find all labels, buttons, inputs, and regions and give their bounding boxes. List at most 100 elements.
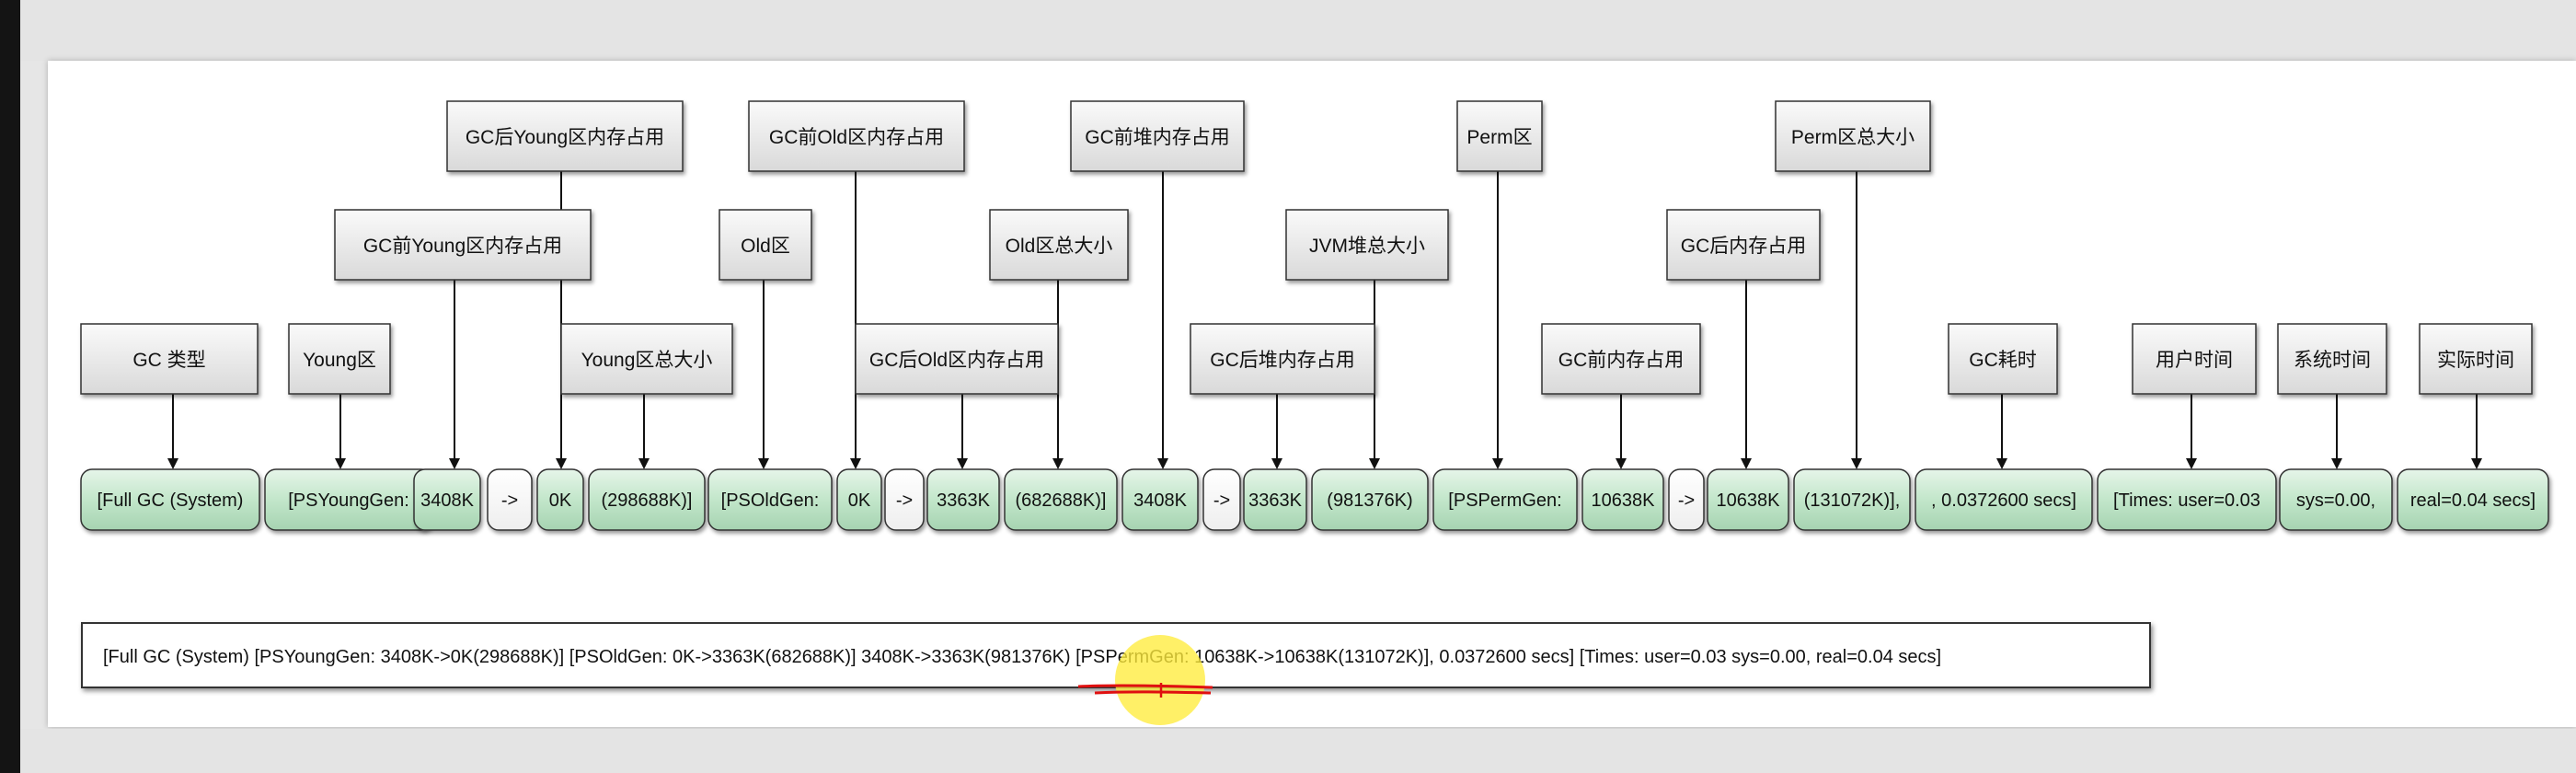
log-segment-text: [Full GC (System) bbox=[98, 490, 244, 511]
cursor-highlight bbox=[1115, 635, 1205, 725]
log-segment-text: (682688K)] bbox=[1016, 490, 1107, 511]
log-segment-box bbox=[413, 468, 481, 531]
callout-text: 系统时间 bbox=[2294, 350, 2371, 371]
callout-label-young-before: GC前Young区内存占用 bbox=[334, 209, 592, 281]
log-segment: (298688K)] bbox=[588, 468, 706, 531]
log-segment-box bbox=[1121, 468, 1199, 531]
log-segment-box bbox=[1793, 468, 1911, 531]
callout-box bbox=[2419, 323, 2533, 395]
callout-text: GC耗时 bbox=[1969, 350, 2037, 371]
callout-text: GC后Old区内存占用 bbox=[869, 350, 1044, 371]
callout-label-old-total: Old区总大小 bbox=[989, 209, 1129, 281]
log-segment: -> bbox=[1668, 468, 1705, 531]
callout-box bbox=[1775, 100, 1931, 172]
callout-text: Old区总大小 bbox=[1006, 236, 1113, 257]
callout-text: GC前Young区内存占用 bbox=[363, 236, 562, 257]
callout-text: Perm区总大小 bbox=[1791, 127, 1915, 148]
log-segment-box bbox=[1432, 468, 1578, 531]
callout-text: 实际时间 bbox=[2437, 350, 2514, 371]
log-segment-box bbox=[1668, 468, 1705, 531]
log-segment-box bbox=[536, 468, 584, 531]
callout-box bbox=[1285, 209, 1449, 281]
callout-box bbox=[2132, 323, 2257, 395]
log-segment-text: 3408K bbox=[420, 490, 474, 511]
log-segment-box bbox=[588, 468, 706, 531]
log-segment-box bbox=[1915, 468, 2093, 531]
callout-box bbox=[446, 100, 684, 172]
callout-text: Young区 bbox=[303, 350, 376, 371]
log-segment-text: -> bbox=[1213, 490, 1230, 511]
log-segment-text: 3363K bbox=[937, 490, 990, 511]
log-segment-text: 10638K bbox=[1717, 490, 1781, 511]
log-segment: -> bbox=[487, 468, 533, 531]
callout-label-old-area: Old区 bbox=[719, 209, 812, 281]
log-segment-box bbox=[926, 468, 1000, 531]
log-segment-text: (131072K)], bbox=[1804, 490, 1901, 511]
callout-text: GC 类型 bbox=[132, 350, 205, 371]
log-segment-box bbox=[1202, 468, 1241, 531]
callout-label-perm-after: GC后内存占用 bbox=[1666, 209, 1821, 281]
callout-text: 用户时间 bbox=[2156, 350, 2233, 371]
callout-text: GC前Old区内存占用 bbox=[769, 127, 944, 148]
callout-text: Young区总大小 bbox=[581, 350, 713, 371]
log-segment-box bbox=[836, 468, 882, 531]
callout-label-sys-time: 系统时间 bbox=[2277, 323, 2387, 395]
log-segment-text: [Times: user=0.03 bbox=[2113, 490, 2260, 511]
callout-box bbox=[1541, 323, 1701, 395]
log-segment-box bbox=[2397, 468, 2549, 531]
callout-label-old-after: GC后Old区内存占用 bbox=[855, 323, 1059, 395]
log-segment-box bbox=[707, 468, 833, 531]
callout-label-perm-before: GC前内存占用 bbox=[1541, 323, 1701, 395]
log-segment: [Times: user=0.03 bbox=[2097, 468, 2277, 531]
log-segment-text: [PSYoungGen: bbox=[288, 490, 409, 511]
callout-box bbox=[2277, 323, 2387, 395]
log-segment: (981376K) bbox=[1311, 468, 1429, 531]
log-segment: 3408K bbox=[413, 468, 481, 531]
log-segment-box bbox=[1581, 468, 1664, 531]
log-segment: , 0.0372600 secs] bbox=[1915, 468, 2093, 531]
callout-text: GC后堆内存占用 bbox=[1210, 350, 1355, 371]
callout-text: Perm区 bbox=[1466, 127, 1532, 148]
log-segment: (682688K)] bbox=[1004, 468, 1118, 531]
log-segment: [PSYoungGen: bbox=[264, 468, 433, 531]
callout-label-perm-area: Perm区 bbox=[1456, 100, 1543, 172]
log-segment: -> bbox=[884, 468, 925, 531]
log-segment: 0K bbox=[536, 468, 584, 531]
log-segment-box bbox=[1243, 468, 1307, 531]
gc-log-summary: [Full GC (System) [PSYoungGen: 3408K->0K… bbox=[81, 622, 2151, 688]
log-segment-text: 3363K bbox=[1248, 490, 1302, 511]
callout-box bbox=[855, 323, 1059, 395]
callout-label-heap-after: GC后堆内存占用 bbox=[1190, 323, 1375, 395]
log-segment-text: (981376K) bbox=[1327, 490, 1412, 511]
callout-label-gc-type: GC 类型 bbox=[80, 323, 259, 395]
callout-label-real-time: 实际时间 bbox=[2419, 323, 2533, 395]
callout-box bbox=[1666, 209, 1821, 281]
log-segment-text: -> bbox=[1678, 490, 1695, 511]
callout-box bbox=[1070, 100, 1245, 172]
log-segment-text: sys=0.00, bbox=[2296, 490, 2375, 511]
log-segment-text: -> bbox=[896, 490, 913, 511]
log-segment-text: [PSPermGen: bbox=[1448, 490, 1561, 511]
log-segment-box bbox=[80, 468, 260, 531]
callout-label-heap-before: GC前堆内存占用 bbox=[1070, 100, 1245, 172]
callout-text: GC后Young区内存占用 bbox=[466, 127, 664, 148]
callout-text: GC前堆内存占用 bbox=[1085, 127, 1230, 148]
left-border bbox=[0, 0, 20, 773]
log-segment: 10638K bbox=[1581, 468, 1664, 531]
log-segment-box bbox=[1311, 468, 1429, 531]
callout-box bbox=[80, 323, 259, 395]
log-segment-text: (298688K)] bbox=[602, 490, 693, 511]
callout-box bbox=[1190, 323, 1375, 395]
callout-label-young-after: GC后Young区内存占用 bbox=[446, 100, 684, 172]
log-segment: 3363K bbox=[926, 468, 1000, 531]
log-segment: [Full GC (System) bbox=[80, 468, 260, 531]
callout-label-jvm-heap-total: JVM堆总大小 bbox=[1285, 209, 1449, 281]
log-segment: real=0.04 secs] bbox=[2397, 468, 2549, 531]
log-segment-text: 0K bbox=[848, 490, 871, 511]
callout-label-gc-time: GC耗时 bbox=[1948, 323, 2058, 395]
callout-box bbox=[719, 209, 812, 281]
log-segment: [PSOldGen: bbox=[707, 468, 833, 531]
callout-box bbox=[989, 209, 1129, 281]
log-segment-text: 3408K bbox=[1133, 490, 1187, 511]
